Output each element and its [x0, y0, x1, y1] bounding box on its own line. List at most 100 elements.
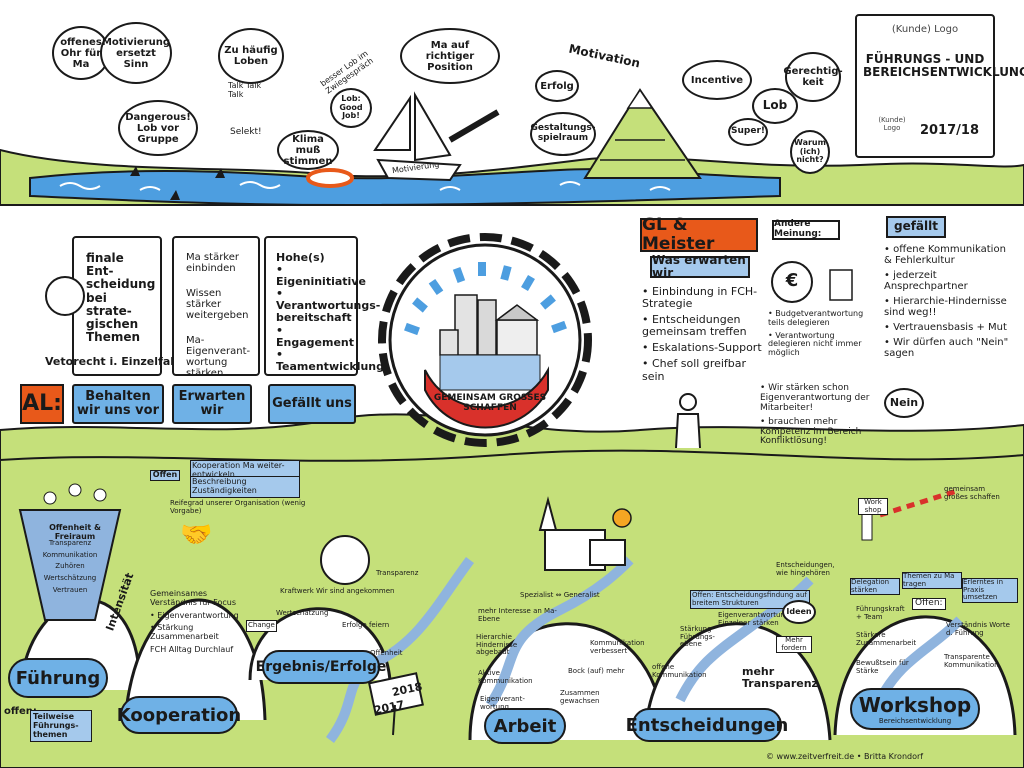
list-item: • Wir dürfen auch "Nein" sagen [884, 337, 1009, 359]
bubble-lob: Lob [752, 88, 798, 124]
arbeit-note: Aktive Kommunikation [478, 669, 533, 685]
list-item: • Vertrauensbasis + Mut [884, 322, 1007, 333]
col1-line: scheidung [86, 277, 156, 292]
credit-text: © www.zeitverfreit.de • Britta Krondorf [766, 752, 924, 761]
bubble-gerechtigkeit: Gerechtig-keit [783, 52, 843, 102]
col1-line: finale [86, 251, 124, 265]
fuehrung-note: Teilweise Führungs-themen [30, 710, 92, 743]
arbeit-note: Hierarchie Hindernisse abgebaut [476, 633, 518, 657]
col3-line: • Verantwortungs- [276, 287, 381, 313]
col1-list: finale Ent- scheidung bei strate- gische… [74, 238, 160, 344]
bubble-ma-richtige: Ma auf richtiger Position [400, 28, 500, 84]
erg-note: Transparenz [376, 569, 419, 577]
erg-note: Kraftwerk [280, 587, 314, 595]
funnel-list: Transparenz Kommunikation Zuhören Wertsc… [40, 539, 100, 598]
entscheidungen-label: Entscheidungen [626, 708, 788, 742]
erg-note: Erfolge feiern [342, 621, 390, 629]
arbeit-label: Arbeit [484, 708, 566, 744]
was-erwarten-list: • Einbindung in FCH-Strategie • Entschei… [642, 285, 767, 387]
list-item: • Eigenverantwortung [150, 610, 239, 620]
col3-line: Hohe(s) [276, 251, 325, 264]
col3-line: • Teamentwicklung [276, 347, 385, 373]
list-item: • Wir stärken schon Eigenverantwortung d… [760, 383, 870, 413]
arbeit-note: mehr Interesse an Ma-Ebene [478, 607, 557, 623]
bubble-erfolg: Erfolg [535, 70, 579, 102]
box-behalten: Behalten wir uns vor [72, 384, 164, 424]
funnel-line: Vertrauen [52, 585, 88, 594]
bubble-incentive: Incentive [682, 60, 752, 100]
erg-note: Offenheit [370, 649, 403, 657]
ws-note: gemeinsam großes schaffen [944, 485, 1000, 501]
lion-icon [320, 535, 370, 585]
was-erwarten-label: Was erwarten wir [650, 253, 750, 280]
col3-list: Hohe(s) • Eigeninitiative • Verantwortun… [266, 238, 385, 373]
box-erwarten: Erwarten wir [172, 384, 252, 424]
ent-note: mehr Transparenz [742, 665, 818, 691]
gefaellt-label: gefällt [886, 216, 946, 238]
koop-offen: Offen [150, 470, 180, 481]
kooperation-label: Kooperation [117, 696, 241, 734]
ws-note: Führungskraft + Team [856, 605, 905, 621]
arbeit-note: Spezialist ⇔ Generalist [520, 591, 600, 599]
bubble-klima: Klima muß stimmen [277, 130, 339, 170]
gl-meister-label: GL & Meister [640, 216, 758, 253]
ws-note: Bewußtsein für Stärke [856, 659, 909, 675]
list-item: • Stärkung Zusammenarbeit [150, 623, 219, 642]
list-item: • offene Kommunikation & Fehlerkultur [884, 244, 1006, 266]
koop-note: Beschreibung Zuständigkeiten [190, 476, 300, 498]
bubble-zu-haeufig: Zu häufig Loben [218, 28, 284, 84]
megaphone-person-icon [45, 276, 85, 316]
bubble-motivierung: Motivierung ersetzt Sinn [100, 22, 172, 84]
ws-note: Stärkere Zusammenarbeit [856, 631, 917, 647]
col1-line: gischen [86, 316, 139, 331]
bubble-gestaltung: Gestaltungs-spielraum [530, 112, 596, 156]
ws-note: Themen zu Ma tragen [902, 572, 962, 590]
ws-note: Verständnis Worte d. Führung [946, 621, 1010, 637]
staerken-list: • Wir stärken schon Eigenverantwortung d… [760, 383, 878, 451]
col3-line: bereitschaft [276, 311, 352, 325]
funnel-line: Transparenz [48, 539, 92, 547]
ws-note: Transparente Kommunikation [944, 653, 999, 669]
bubble-super: Super! [728, 118, 768, 146]
list-item: • Entscheidungen gemeinsam treffen [642, 313, 747, 339]
andere-meinung-list: • Budgetverantwortung teils delegieren •… [768, 309, 878, 362]
list-item: • Hierarchie-Hindernisse sind weg!! [884, 296, 1007, 318]
funnel-line: Kommunikation [42, 550, 98, 559]
list-item: FCH Alltag Durchlauf [150, 644, 234, 654]
erg-note: Change [246, 620, 277, 632]
ws-note: Offen: [912, 598, 946, 610]
ergebnis-label: Ergebnis/Erfolge [256, 650, 386, 684]
ent-note: Stärkung Führungs-ebene [680, 625, 715, 649]
ws-note: Work shop [858, 498, 888, 516]
ent-note: offene Kommunikation [652, 663, 707, 679]
scroll-col2: Ma stärker einbinden Wissen stärker weit… [172, 236, 260, 379]
title-text: FÜHRUNGS - UND BEREICHSENTWICKLUNG [863, 52, 1024, 80]
funnel-line: Wertschätzung [43, 574, 97, 583]
funnel-top: Offenheit & Freiraum [49, 523, 101, 541]
euro-icon: € [785, 270, 799, 291]
list-item: • Budgetverantwortung teils delegieren [768, 309, 864, 327]
arbeit-note: Kommunikation verbessert [590, 639, 645, 655]
title-scroll: (Kunde) Logo FÜHRUNGS - UND BEREICHSENTW… [855, 14, 1024, 158]
erg-note: Wir sind angekommen [316, 587, 395, 595]
koop-note: Reifegrad unserer Organisation (wenig Vo… [170, 499, 306, 515]
nein-bubble: Nein [884, 388, 924, 418]
selekt-text: Selekt! [230, 127, 262, 137]
bubble-dangerous: Dangerous! Lob vor Gruppe [118, 100, 198, 156]
kunde-logo: (Kunde) Logo [891, 24, 959, 35]
handshake-icon: 🤝 [180, 520, 213, 550]
arbeit-note: Zusammen gewachsen [560, 689, 600, 705]
andere-meinung-label: Andere Meinung: [772, 219, 840, 240]
ws-note: Erlerntes in Praxis umsetzen [962, 578, 1018, 604]
ideen-bubble: Ideen [782, 600, 816, 624]
col2-list: Ma stärker einbinden Wissen stärker weit… [174, 238, 258, 379]
ent-note: Entscheidungen, wie hingehören [776, 561, 835, 577]
ws-note: Delegation stärken [850, 578, 900, 596]
small-logo: (Kunde) Logo [878, 116, 906, 132]
fuehrung-offen: offen: [4, 706, 37, 717]
bubble-lob-good-job: Lob: Good Job! [330, 88, 372, 128]
center-banner: GEMEINSAM GROSSES SCHAFFEN [433, 393, 547, 413]
list-item: • brauchen mehr Kompetenz im Bereich Kon… [760, 416, 862, 447]
col1-line: Themen [86, 330, 141, 345]
bubble-warum: Warum (ich) nicht? [790, 130, 830, 174]
